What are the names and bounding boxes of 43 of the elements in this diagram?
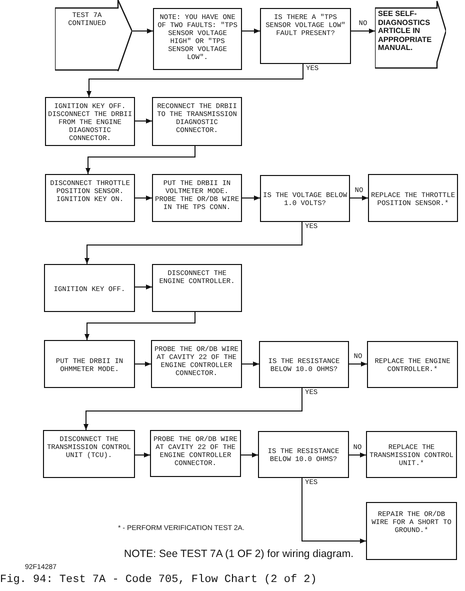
process-box <box>367 341 458 388</box>
process-box <box>45 97 135 146</box>
connector-arrow <box>134 452 150 458</box>
process-box <box>43 430 135 478</box>
connector-arrow <box>242 196 260 200</box>
arrow-shape <box>55 0 132 72</box>
process-box <box>152 174 242 222</box>
connector-arrow <box>348 362 368 366</box>
connector-arrow <box>350 196 368 200</box>
connector-arrow <box>134 118 152 124</box>
process-box <box>366 502 457 560</box>
connector-arrow <box>302 478 366 544</box>
figure-caption: Fig. 94: Test 7A - Code 705, Flow Chart (2 of 2) <box>0 574 317 587</box>
connector-arrow <box>134 196 152 200</box>
process-box <box>260 175 350 222</box>
connector-arrow <box>86 64 304 98</box>
arrow-shape <box>375 0 446 70</box>
connector-arrow <box>84 222 302 264</box>
process-box <box>150 430 241 477</box>
process-box <box>152 264 242 312</box>
process-box <box>259 341 349 388</box>
connector-arrow <box>350 28 376 34</box>
connector-arrow <box>242 28 260 34</box>
process-box <box>366 431 457 478</box>
process-box <box>45 174 135 222</box>
process-box <box>368 174 458 222</box>
process-box <box>44 340 135 388</box>
connector-arrow <box>242 362 260 366</box>
connector-arrow <box>132 28 154 34</box>
process-box <box>151 340 242 388</box>
connector-arrow <box>86 146 196 174</box>
connector-arrow <box>134 284 152 290</box>
note-text: NOTE: See TEST 7A (1 OF 2) for wiring diagram. <box>124 548 354 560</box>
process-box <box>153 8 242 70</box>
process-box <box>44 264 135 312</box>
process-box <box>258 431 349 478</box>
process-box <box>260 8 351 64</box>
process-box <box>152 97 242 146</box>
connector-arrow <box>84 388 302 430</box>
connector-arrow <box>84 312 196 340</box>
connector-arrow <box>134 362 152 366</box>
connector-arrow <box>240 452 258 458</box>
connector-arrow <box>348 452 366 458</box>
